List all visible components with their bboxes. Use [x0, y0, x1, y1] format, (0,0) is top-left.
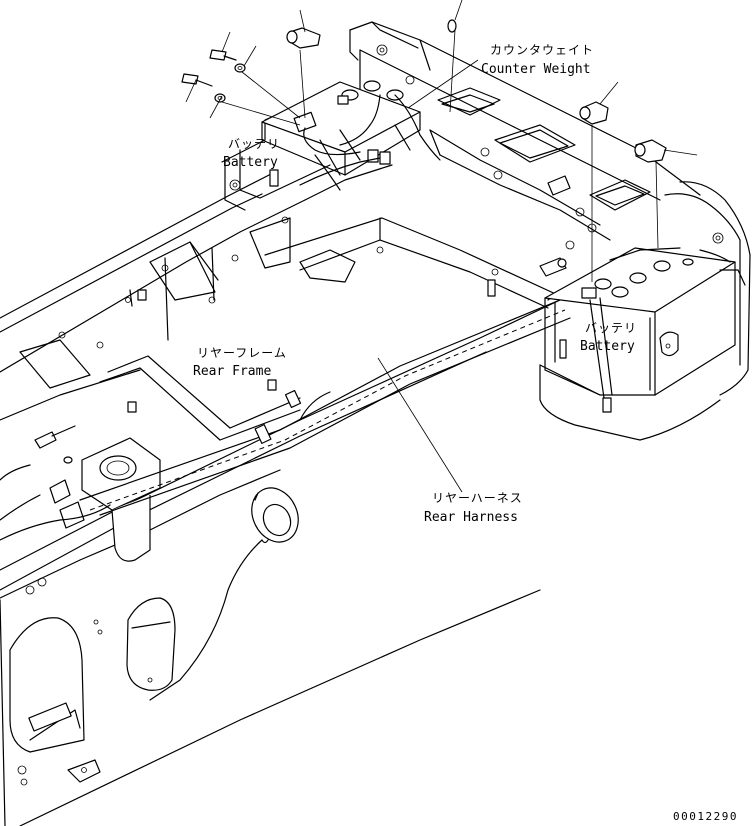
hardware-callouts — [181, 0, 698, 493]
side-plate — [0, 469, 281, 786]
grommet-part — [149, 487, 299, 701]
counterweight-label-jp: カウンタウェイト — [490, 43, 594, 57]
rear-frame-label: Rear Frame — [193, 364, 271, 379]
battery-left-label-jp: バッテリ — [228, 137, 280, 151]
counterweight-label: Counter Weight — [481, 62, 591, 77]
rear-harness-label-jp: リヤーハーネス — [432, 491, 523, 505]
rear-frame-label-jp: リヤーフレーム — [197, 346, 287, 360]
battery-right-label: Battery — [580, 339, 635, 354]
battery-left — [239, 80, 441, 199]
labels: カウンタウェイト Counter Weight バッテリ Battery バッテ… — [193, 43, 738, 823]
battery-right-label-jp: バッテリ — [585, 321, 637, 335]
rear-harness — [79, 257, 581, 516]
rear-harness-label: Rear Harness — [424, 510, 518, 525]
drawing-code: 00012290 — [673, 810, 738, 823]
battery-right — [539, 247, 746, 441]
battery-left-label: Battery — [223, 155, 278, 170]
